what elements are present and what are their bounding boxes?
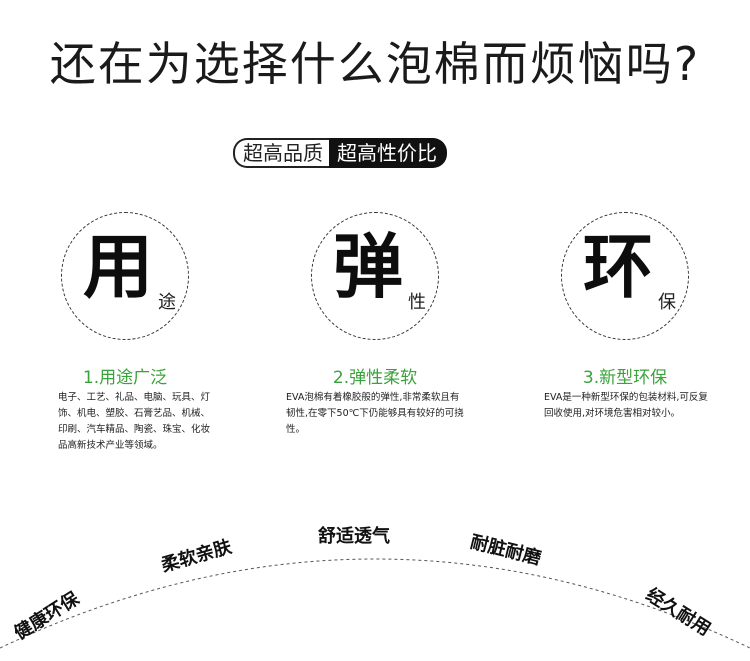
feature-description: EVA是一种新型环保的包装材料,可反复回收使用,对环境危害相对较小。 bbox=[544, 392, 708, 419]
feature-circle bbox=[561, 212, 689, 340]
benefits-arc: 健康环保 柔软亲肤 舒适透气 耐脏耐磨 经久耐用 bbox=[0, 480, 750, 661]
feature-title: 2.弹性柔软 bbox=[332, 368, 418, 388]
feature-description: 电子、工艺、礼品、电脑、玩具、灯饰、机电、塑胶、石膏艺品、机械、印刷、汽车精品、… bbox=[58, 392, 211, 451]
arc-label-breathable: 舒适透气 bbox=[318, 526, 390, 547]
quality-badge-outline-text: 超高品质 bbox=[233, 138, 329, 168]
feature-small-char: 性 bbox=[408, 292, 426, 313]
feature-title: 1.用途广泛 bbox=[82, 368, 168, 388]
quality-badge: 超高品质 超高性价比 bbox=[233, 138, 447, 168]
feature-small-char: 保 bbox=[658, 292, 676, 313]
feature-big-char: 用 bbox=[83, 226, 153, 308]
feature-circle bbox=[61, 212, 189, 340]
feature-big-char: 弹 bbox=[333, 226, 403, 308]
feature-small-char: 途 bbox=[158, 292, 176, 313]
feature-circle bbox=[311, 212, 439, 340]
quality-badge-filled-text: 超高性价比 bbox=[329, 138, 447, 168]
feature-big-char: 环 bbox=[583, 226, 653, 308]
page-headline: 还在为选择什么泡棉而烦恼吗? bbox=[49, 37, 701, 91]
feature-title: 3.新型环保 bbox=[582, 368, 668, 388]
feature-description: EVA泡棉有着橡胶般的弹性,非常柔软且有韧性,在零下50℃下仍能够具有较好的可挠… bbox=[286, 392, 464, 435]
arc-dashed-line bbox=[0, 558, 750, 649]
